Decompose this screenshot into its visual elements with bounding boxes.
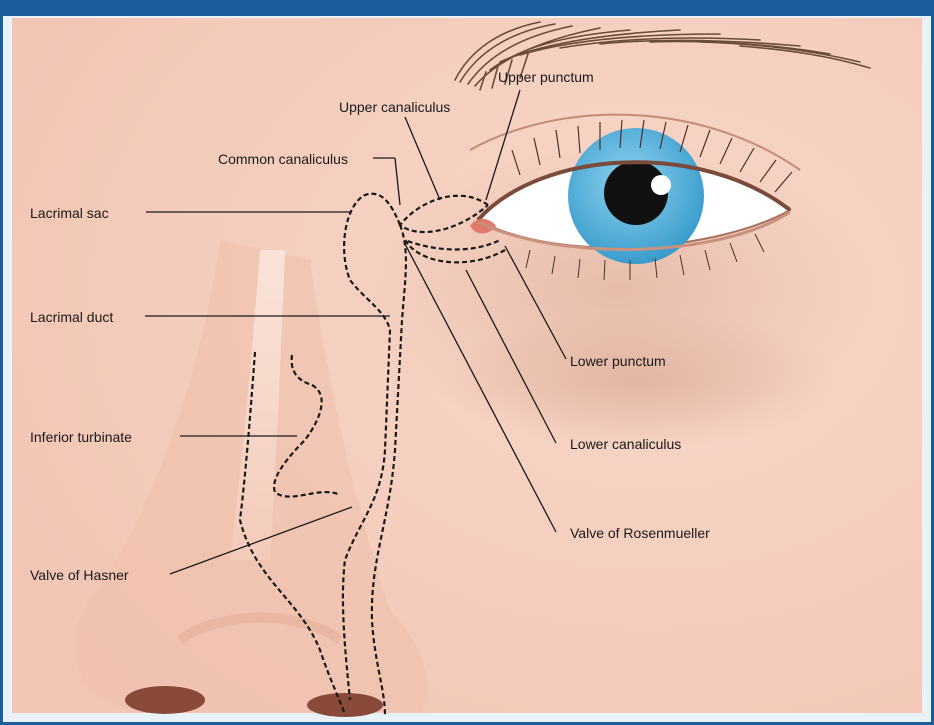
- nostril-left: [125, 686, 205, 714]
- label-upper-punctum: Upper punctum: [498, 69, 594, 85]
- under-eye-shadow: [440, 310, 840, 450]
- pupil-highlight: [651, 175, 671, 195]
- label-lower-canaliculus: Lower canaliculus: [570, 436, 681, 452]
- label-inferior-turbinate: Inferior turbinate: [30, 429, 132, 445]
- label-valve-of-rosenmueller: Valve of Rosenmueller: [570, 525, 710, 541]
- label-lower-punctum: Lower punctum: [570, 353, 666, 369]
- nostril-right: [307, 693, 383, 717]
- label-lacrimal-sac: Lacrimal sac: [30, 205, 109, 221]
- label-valve-of-hasner: Valve of Hasner: [30, 567, 129, 583]
- label-upper-canaliculus: Upper canaliculus: [339, 99, 450, 115]
- label-common-canaliculus: Common canaliculus: [218, 151, 348, 167]
- label-lacrimal-duct: Lacrimal duct: [30, 309, 113, 325]
